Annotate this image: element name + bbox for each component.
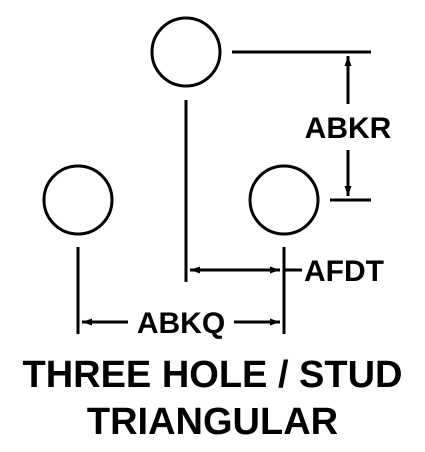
diagram-title-line-2: TRIANGULAR (86, 401, 339, 443)
abkq-label: ABKQ (137, 307, 225, 340)
top-hole (150, 16, 222, 88)
left-hole (42, 164, 114, 236)
diagram-title-line-1: THREE HOLE / STUD (22, 354, 403, 396)
afdt-label: AFDT (304, 255, 384, 288)
abkr-label: ABKR (305, 112, 392, 145)
right-hole (248, 164, 320, 236)
